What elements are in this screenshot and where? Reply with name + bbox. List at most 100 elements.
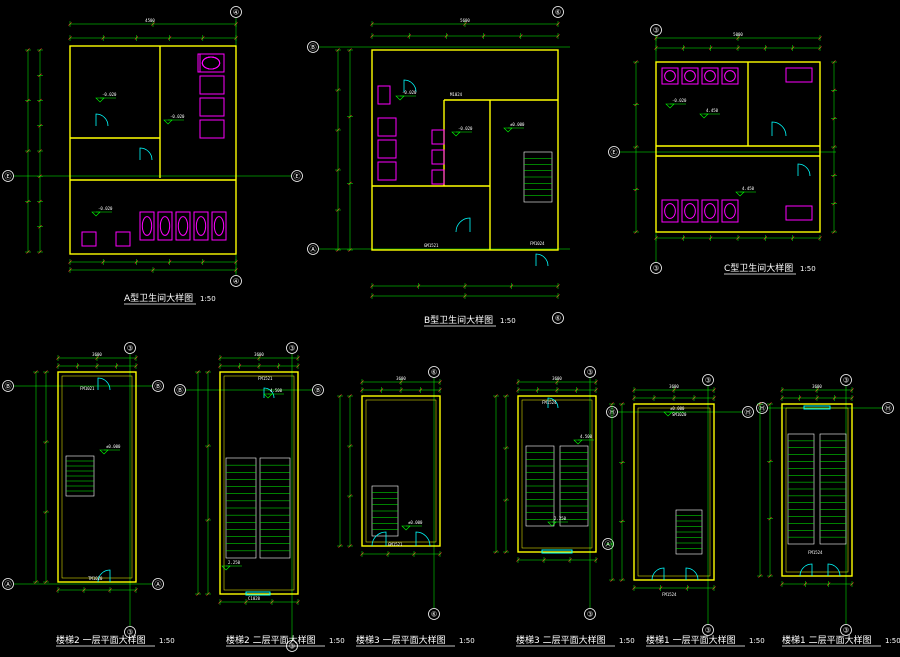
grid-bubble-label: Ⓔ bbox=[611, 149, 618, 157]
grid-bubble-label: Ⓗ bbox=[745, 409, 752, 417]
door-swing bbox=[547, 397, 559, 409]
sanitary-fixture bbox=[701, 199, 719, 223]
door-label: SM1020 bbox=[672, 412, 687, 417]
grid-bubble bbox=[650, 262, 662, 274]
door-swing bbox=[455, 217, 471, 233]
door-label: GM1521 bbox=[424, 243, 439, 248]
grid-bubble bbox=[2, 578, 14, 590]
fixture-bowl bbox=[177, 216, 189, 236]
door-swing bbox=[797, 163, 811, 177]
drawing-scale: 1:50 bbox=[800, 265, 816, 273]
level-value: 2.250 bbox=[228, 560, 241, 565]
sanitary-fixture bbox=[175, 211, 191, 241]
grid-bubble bbox=[584, 608, 596, 620]
fixture-bowl bbox=[664, 203, 676, 219]
fixture-bowl bbox=[724, 203, 736, 219]
grid-bubble-label: ⑥ bbox=[431, 611, 437, 619]
urinal bbox=[431, 169, 445, 185]
sanitary-fixture bbox=[157, 211, 173, 241]
level-value: -0.020 bbox=[98, 206, 113, 211]
door-swing bbox=[535, 253, 549, 267]
fixture-bowl bbox=[141, 216, 153, 236]
inner-wall bbox=[365, 399, 437, 543]
sanitary-fixture bbox=[681, 199, 699, 223]
drawing-caption: B型卫生间大样图 bbox=[424, 314, 493, 326]
grid-bubble-label: Ⓐ bbox=[605, 541, 612, 549]
sanitary-fixture bbox=[211, 211, 227, 241]
level-value: 4.450 bbox=[742, 186, 755, 191]
outer-wall bbox=[361, 395, 441, 547]
dimension-text: 3600 bbox=[669, 384, 679, 389]
inner-wall bbox=[223, 375, 295, 591]
grid-bubble-label: ③ bbox=[587, 611, 593, 619]
door-swing bbox=[403, 79, 417, 93]
level-value: 4.500 bbox=[580, 434, 593, 439]
grid-bubble bbox=[307, 243, 319, 255]
grid-bubble-label: ③ bbox=[289, 643, 295, 651]
grid-bubble-label: ③ bbox=[705, 627, 711, 635]
dimension-text: 3600 bbox=[812, 384, 822, 389]
door-swing bbox=[651, 567, 665, 581]
grid-bubble-label: ③ bbox=[289, 345, 295, 353]
fixture-bowl bbox=[704, 70, 716, 82]
level-value: ±0.000 bbox=[106, 444, 121, 449]
grid-bubble-label: ④ bbox=[233, 278, 239, 286]
door-label: FM1524 bbox=[662, 592, 677, 597]
door-label: TM1020 bbox=[88, 576, 103, 581]
sink bbox=[785, 205, 813, 221]
window bbox=[803, 405, 831, 410]
drawing-scale: 1:50 bbox=[459, 637, 475, 645]
door-swing bbox=[263, 387, 275, 399]
door-label: GM1521 bbox=[388, 542, 403, 547]
drawing-scale: 1:50 bbox=[885, 637, 900, 645]
sink bbox=[377, 85, 391, 105]
level-value: ±0.000 bbox=[510, 122, 525, 127]
drawing-scale: 1:50 bbox=[200, 295, 216, 303]
drawing-scale: 1:50 bbox=[619, 637, 635, 645]
door-swing bbox=[771, 121, 787, 137]
fixture-bowl bbox=[724, 70, 736, 82]
dimension-text: 3600 bbox=[92, 352, 102, 357]
grid-bubble bbox=[584, 366, 596, 378]
grid-bubble bbox=[291, 170, 303, 182]
door-swing bbox=[97, 377, 111, 391]
grid-bubble-label: ③ bbox=[843, 627, 849, 635]
grid-bubble bbox=[428, 608, 440, 620]
door-label: FM1521 bbox=[258, 376, 273, 381]
sanitary-fixture bbox=[701, 67, 719, 85]
fixture-bowl bbox=[213, 216, 225, 236]
outer-wall bbox=[69, 45, 237, 255]
outer-wall bbox=[633, 403, 715, 581]
grid-bubble bbox=[882, 402, 894, 414]
grid-bubble bbox=[552, 312, 564, 324]
grid-bubble-label: ④ bbox=[233, 9, 239, 17]
dimension-text: 5000 bbox=[733, 32, 743, 37]
grid-bubble bbox=[286, 342, 298, 354]
toilet-cubicle bbox=[199, 119, 225, 139]
grid-bubble bbox=[174, 384, 186, 396]
inner-wall bbox=[61, 375, 133, 579]
toilet-cubicle bbox=[377, 161, 397, 181]
door-label: C1020 bbox=[248, 596, 261, 601]
grid-bubble bbox=[312, 384, 324, 396]
sanitary-fixture bbox=[681, 67, 699, 85]
sink bbox=[115, 231, 131, 247]
door-label: FM1524 bbox=[808, 550, 823, 555]
drawing-scale: 1:50 bbox=[329, 637, 345, 645]
grid-bubble-label: Ⓑ bbox=[315, 387, 322, 395]
level-value: ±0.000 bbox=[670, 406, 685, 411]
grid-bubble bbox=[552, 6, 564, 18]
level-value: ±0.000 bbox=[408, 520, 423, 525]
window bbox=[541, 549, 573, 554]
grid-bubble-label: ③ bbox=[705, 377, 711, 385]
door-label: FM1024 bbox=[530, 241, 545, 246]
grid-bubble-label: Ⓑ bbox=[310, 44, 317, 52]
grid-bubble-label: Ⓔ bbox=[294, 173, 301, 181]
grid-bubble-label: ③ bbox=[127, 345, 133, 353]
